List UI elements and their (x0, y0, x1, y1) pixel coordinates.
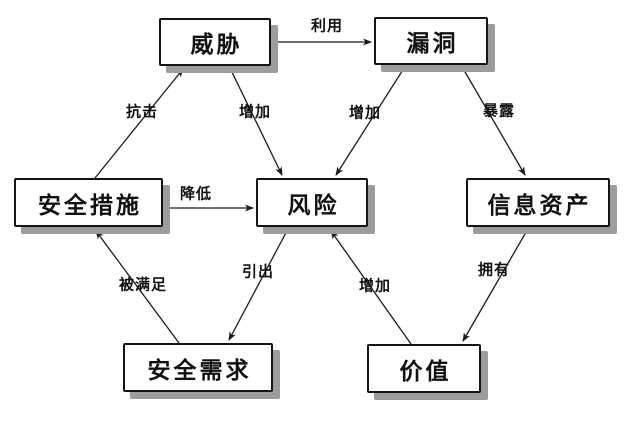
arrow-threat-to-risk (228, 65, 283, 176)
edge-label-increase-vuln-risk: 增加 (348, 103, 382, 122)
node-security-measures: 安全措施 (14, 178, 163, 227)
node-threat: 威胁 (159, 18, 271, 66)
node-vulnerability: 漏洞 (374, 17, 488, 65)
arrow-risk-to-security-reqs (228, 226, 290, 341)
edge-label-exploit: 利用 (310, 16, 344, 35)
arrow-info-assets-to-value (462, 226, 530, 342)
edge-label-reduce: 降低 (179, 184, 213, 203)
node-value: 价值 (367, 344, 481, 393)
edge-label-increase-value-risk: 增加 (358, 276, 392, 295)
edge-label-increase-threat-risk: 增加 (238, 102, 272, 121)
arrow-security-reqs-to-measures (95, 230, 180, 344)
edge-label-lead-to: 引出 (241, 262, 275, 281)
node-security-requirements: 安全需求 (123, 343, 273, 392)
arrow-vulnerability-to-risk (335, 64, 407, 176)
node-risk: 风险 (256, 178, 368, 227)
arrow-vulnerability-to-info-assets (460, 64, 526, 176)
arrow-value-to-risk (330, 230, 412, 345)
edge-label-satisfied-by: 被满足 (118, 275, 168, 294)
edge-label-resist: 抗击 (125, 102, 159, 121)
edge-label-own: 拥有 (477, 260, 511, 279)
edge-label-expose: 暴露 (482, 101, 516, 120)
arrow-security-measures-to-threat (94, 68, 184, 179)
node-information-assets: 信息资产 (466, 178, 610, 227)
